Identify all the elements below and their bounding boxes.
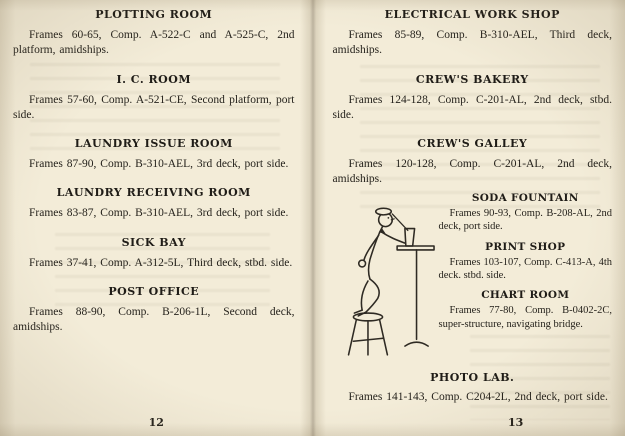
section-heading: SICK BAY: [121, 235, 186, 249]
section-heading: LAUNDRY ISSUE ROOM: [74, 137, 233, 151]
section-post-office: POST OFFICE Frames 88-90, Comp. B-206-1L…: [13, 285, 295, 336]
section-heading: CHART ROOM: [481, 289, 570, 302]
section-laundry-issue-room: LAUNDRY ISSUE ROOM Frames 87-90, Comp. B…: [13, 137, 295, 172]
section-photo-lab: PHOTO LAB. Frames 141-143, Comp. C204-2L…: [333, 371, 613, 405]
sailor-soda-fountain-illustration: [333, 190, 439, 362]
section-laundry-receiving-room: LAUNDRY RECEIVING ROOM Frames 83-87, Com…: [13, 186, 295, 221]
section-body: Frames 57-60, Comp. A-521-CE, Second pla…: [13, 93, 295, 121]
page-number-left: 12: [148, 416, 164, 429]
section-heading: LAUNDRY RECEIVING ROOM: [56, 186, 251, 200]
section-body: Frames 77-80, Comp. B-0402-2C, super-str…: [438, 305, 613, 330]
page-gutter-shadow: [299, 0, 326, 436]
section-heading: ELECTRICAL WORK SHOP: [384, 8, 560, 21]
section-heading: I. C. ROOM: [116, 72, 191, 86]
section-crews-bakery: CREW'S BAKERY Frames 124-128, Comp. C-20…: [333, 73, 613, 124]
section-electrical-work-shop: ELECTRICAL WORK SHOP Frames 85-89, Comp.…: [333, 8, 613, 59]
illustration-and-side-column: SODA FOUNTAIN Frames 90-93, Comp. B-208-…: [333, 190, 613, 362]
section-heading: PHOTO LAB.: [430, 370, 515, 384]
section-body: Frames 83-87, Comp. B-310-AEL, 3rd deck,…: [29, 207, 289, 220]
section-soda-fountain: SODA FOUNTAIN Frames 90-93, Comp. B-208-…: [439, 192, 613, 234]
section-body: Frames 120-128, Comp. C-201-AL, 2nd deck…: [332, 158, 613, 186]
section-heading: CREW'S BAKERY: [415, 72, 529, 86]
section-sick-bay: SICK BAY Frames 37-41, Comp. A-312-5L, T…: [13, 236, 295, 271]
section-body: Frames 103-107, Comp. C-413-A, 4th deck.…: [438, 256, 613, 281]
section-heading: CREW'S GALLEY: [417, 137, 528, 151]
side-column: SODA FOUNTAIN Frames 90-93, Comp. B-208-…: [439, 190, 613, 362]
sailor-soda-fountain-drawing: [347, 207, 435, 356]
section-body: Frames 88-90, Comp. B-206-1L, Second dec…: [13, 305, 295, 334]
section-heading: PRINT SHOP: [485, 240, 566, 253]
section-body: Frames 60-65, Comp. A-522-C and A-525-C,…: [13, 29, 295, 57]
section-heading: POST OFFICE: [108, 284, 200, 298]
section-body: Frames 37-41, Comp. A-312-5L, Third deck…: [29, 256, 293, 269]
page-number-right: 13: [507, 416, 524, 429]
page-12: PLOTTING ROOM Frames 60-65, Comp. A-522-…: [13, 8, 295, 429]
section-heading: SODA FOUNTAIN: [471, 191, 579, 204]
section-body: Frames 87-90, Comp. B-310-AEL, 3rd deck,…: [29, 158, 289, 171]
section-body: Frames 141-143, Comp. C204-2L, 2nd deck,…: [348, 390, 608, 403]
page-13: ELECTRICAL WORK SHOP Frames 85-89, Comp.…: [313, 0, 625, 436]
section-chart-room: CHART ROOM Frames 77-80, Comp. B-0402-2C…: [439, 289, 613, 331]
section-ic-room: I. C. ROOM Frames 57-60, Comp. A-521-CE,…: [13, 73, 295, 124]
section-print-shop: PRINT SHOP Frames 103-107, Comp. C-413-A…: [439, 241, 613, 283]
section-body: Frames 90-93, Comp. B-208-AL, 2nd deck, …: [438, 207, 613, 233]
section-body: Frames 85-89, Comp. B-310-AEL, Third dec…: [332, 29, 613, 57]
section-heading: PLOTTING ROOM: [95, 8, 213, 21]
section-body: Frames 124-128, Comp. C-201-AL, 2nd deck…: [332, 93, 613, 121]
section-crews-galley: CREW'S GALLEY Frames 120-128, Comp. C-20…: [333, 137, 613, 188]
section-plotting-room: PLOTTING ROOM Frames 60-65, Comp. A-522-…: [13, 8, 295, 59]
